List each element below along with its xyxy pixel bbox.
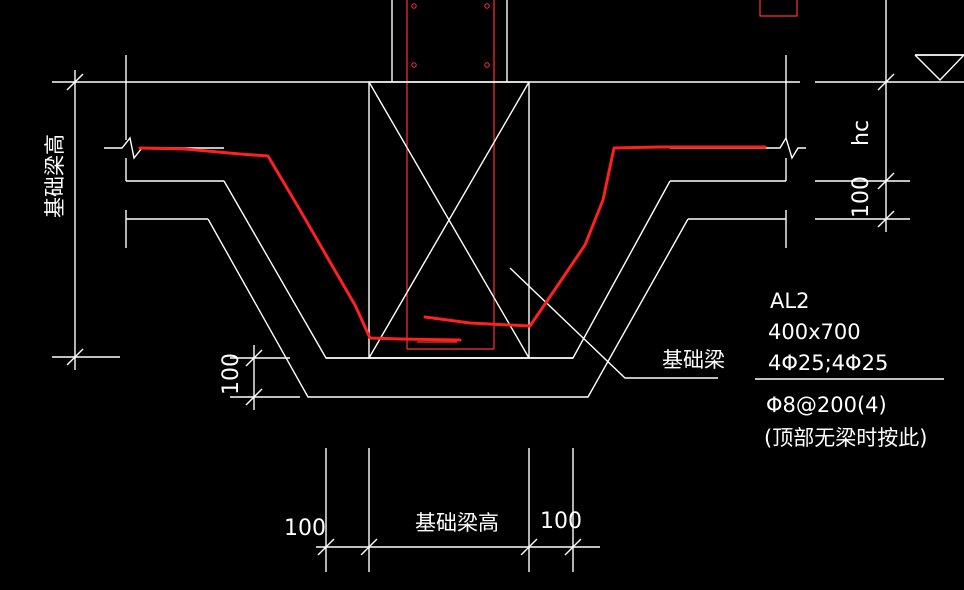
beam-name: AL2	[770, 289, 809, 313]
column	[391, 0, 798, 350]
beam-stirrups: Φ8@200(4)	[766, 393, 887, 417]
right-dimensions: hc 100	[815, 0, 964, 232]
beam-annotation: AL2 400x700 4Φ25;4Φ25 Φ8@200(4) (顶部无梁时按此…	[755, 289, 944, 450]
foundation-beam-label: 基础梁	[662, 348, 725, 372]
bottom-right-100-label: 100	[540, 509, 582, 534]
left-height-dimension: 基础梁高	[43, 70, 120, 370]
bottom-left-100-label: 100	[284, 516, 326, 541]
pit-outline	[207, 180, 689, 398]
beam-remark: (顶部无梁时按此)	[764, 426, 927, 450]
column-cross-box	[368, 81, 530, 359]
left-bottom-dimension: 100	[219, 345, 300, 410]
bottom-height-label: 基础梁高	[415, 511, 499, 535]
red-markup-line	[138, 145, 767, 342]
beam-bars: 4Φ25;4Φ25	[768, 351, 888, 375]
hc-label: hc	[849, 120, 874, 146]
left-height-label: 基础梁高	[43, 134, 67, 218]
right-beam-end	[670, 55, 806, 248]
left-100-label: 100	[219, 353, 244, 395]
foundation-beam-leader: 基础梁	[509, 267, 725, 379]
beam-size: 400x700	[768, 320, 861, 344]
bottom-dimension: 100 基础梁高 100	[284, 448, 600, 572]
right-100-label: 100	[849, 176, 874, 218]
elevation-triangle-icon	[914, 54, 964, 82]
